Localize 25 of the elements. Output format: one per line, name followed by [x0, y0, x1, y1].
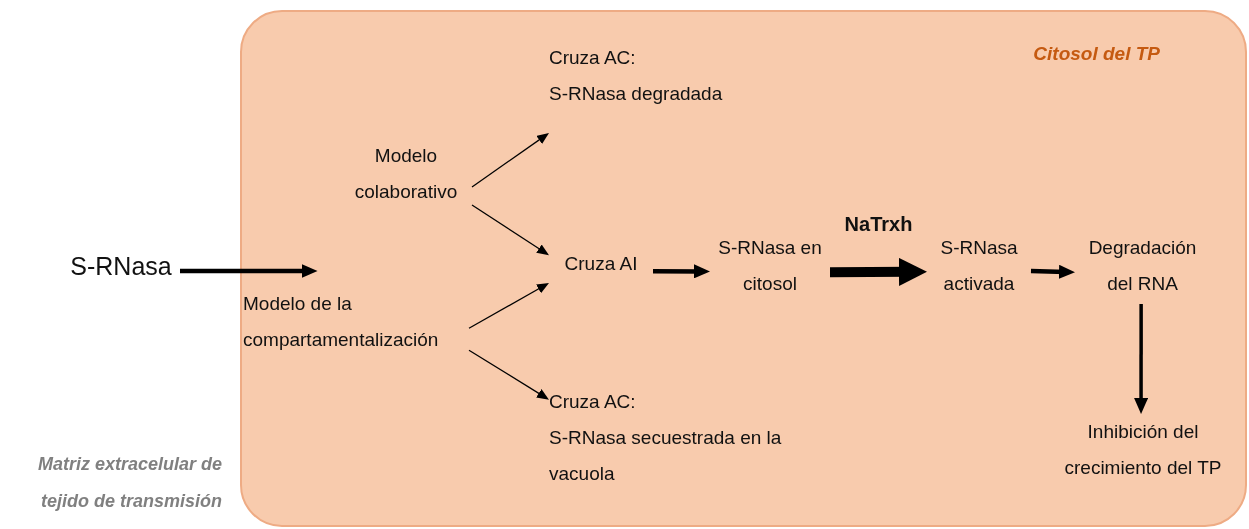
arrow [1134, 304, 1149, 414]
step-text: Modelo de la compartamentalización [243, 292, 440, 352]
arrow [1030, 264, 1075, 279]
step-text: Cruza AI [563, 252, 639, 276]
step-text: S-RNasa secuestrada en la vacuola [549, 426, 783, 486]
step-text: Modelo colaborativo [353, 144, 459, 204]
cytosol-region [240, 10, 1247, 527]
arrow [468, 282, 549, 329]
step-text: S-RNasa degradada [549, 82, 724, 106]
step-text: S-RNasa [69, 251, 173, 282]
step-text: S-RNasa en citosol [717, 236, 823, 296]
cross-title: Cruza AC: [549, 46, 637, 70]
step-text: Degradación del RNA [1087, 236, 1198, 296]
step-text: S-RNasa activada [939, 236, 1019, 296]
region-label: Matriz extracelular de tejido de transmisión [36, 453, 222, 513]
arrow [471, 204, 549, 256]
arrow [468, 349, 549, 400]
arrow [471, 133, 549, 188]
arrow [830, 257, 927, 286]
arrow [653, 264, 710, 279]
step-text: Inhibición del crecimiento del TP [1063, 420, 1223, 480]
region-title: Citosol del TP [1033, 42, 1160, 66]
arrow [180, 264, 318, 278]
edge-label: NaTrxh [844, 211, 913, 236]
cross-title: Cruza AC: [549, 390, 637, 414]
